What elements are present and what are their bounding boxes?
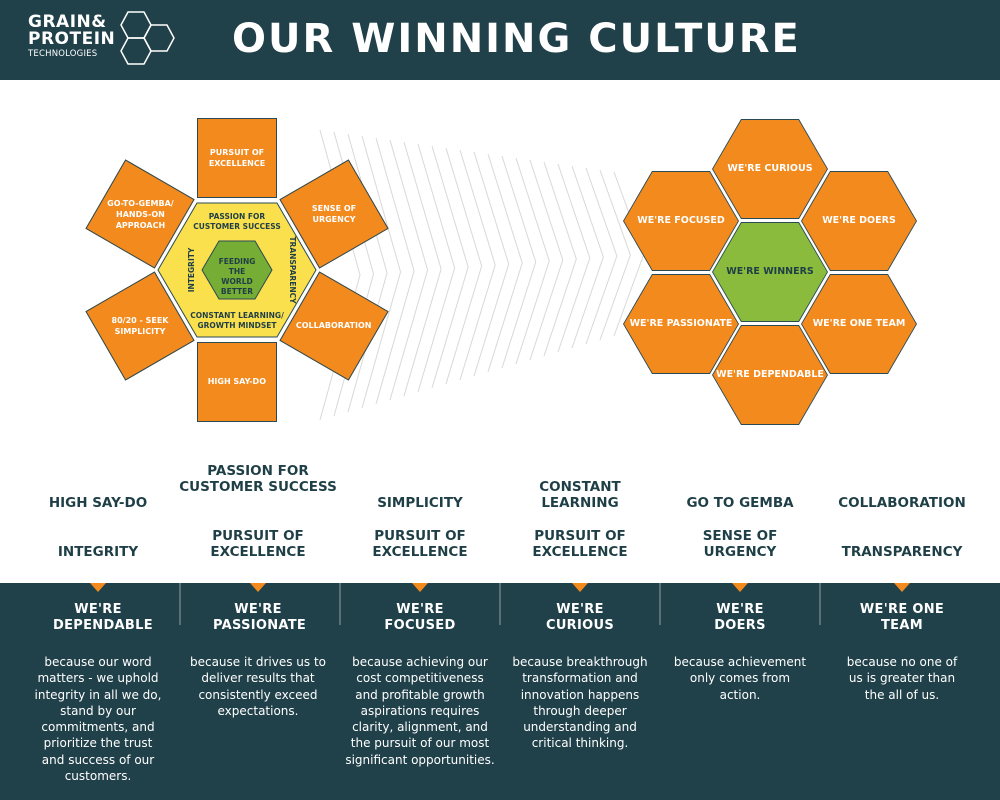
value-row1: CONSTANT LEARNING: [539, 479, 621, 511]
value-row1: SIMPLICITY: [377, 495, 463, 511]
pointer-icon: [90, 583, 106, 592]
chevron-line: [501, 155, 537, 369]
value-row2: PURSUIT OF EXCELLENCE: [210, 528, 306, 560]
chevron-line: [571, 165, 604, 349]
yellow-hexagon: [157, 202, 317, 338]
divider: [659, 583, 661, 625]
value-row1: GO TO GEMBA: [686, 495, 794, 511]
logo-line2: PROTEIN: [28, 29, 116, 49]
column-title: WE'RE DOERS: [714, 602, 766, 633]
diagram: PURSUIT OF EXCELLENCE SENSE OF URGENCY C…: [0, 80, 1000, 583]
divider: [179, 583, 181, 625]
page-title: OUR WINNING CULTURE: [232, 16, 801, 62]
chevron-line: [431, 145, 469, 389]
chevron-line: [375, 137, 415, 405]
column-title: WE'RE CURIOUS: [545, 602, 614, 633]
pointer-icon: [250, 583, 266, 592]
column-text: because achievement only comes from acti…: [673, 655, 807, 702]
divider: [339, 583, 341, 625]
pointer-icon: [894, 583, 910, 592]
hex-label: WE'RE DEPENDABLE: [713, 326, 827, 424]
column-title: WE'RE DEPENDABLE: [53, 602, 153, 633]
chevron-line: [445, 147, 483, 385]
column-text: because it drives us to deliver results …: [189, 655, 326, 718]
column-doers: WE'RE DOERS because achievement only come…: [660, 583, 820, 800]
chevron-line: [459, 149, 496, 381]
column-title: WE'RE PASSIONATE: [213, 602, 307, 633]
chevron-line: [529, 159, 564, 361]
divider: [819, 583, 821, 625]
center-label-feeding-the-world: FEEDING THE WORLD BETTER: [218, 257, 256, 296]
column-focused: WE'RE FOCUSED because achieving our cost …: [340, 583, 500, 800]
column-text: because achieving our cost competitivene…: [345, 655, 495, 767]
hexagon-animals-icon: [120, 11, 175, 65]
chevron-line: [361, 135, 402, 409]
chevron-line: [417, 143, 456, 393]
value-row1: HIGH SAY-DO: [48, 495, 148, 511]
inner-label-integrity: INTEGRITY: [187, 247, 196, 293]
column-one-team: WE'RE ONE TEAM because no one of us is gr…: [822, 583, 982, 800]
value-row2: PURSUIT OF EXCELLENCE: [532, 528, 628, 560]
pointer-icon: [412, 583, 428, 592]
square-high-say-do: HIGH SAY-DO: [197, 342, 277, 422]
values-explanations: WE'RE DEPENDABLE because our word matters…: [0, 583, 1000, 800]
value-row2: TRANSPARENCY: [841, 544, 963, 560]
chevron-line: [403, 141, 442, 397]
chevron-line: [515, 157, 550, 365]
hex-label: WE'RE PASSIONATE: [624, 275, 738, 373]
chevron-line: [473, 151, 510, 377]
column-text: because breakthrough transformation and …: [512, 655, 648, 751]
chevron-line: [599, 169, 631, 341]
value-row1: COLLABORATION: [838, 495, 966, 511]
chevron-line: [557, 163, 591, 353]
column-dependable: WE'RE DEPENDABLE because our word matters…: [18, 583, 178, 800]
value-row2: SENSE OF URGENCY: [702, 528, 778, 560]
value-row2: PURSUIT OF EXCELLENCE: [372, 528, 468, 560]
square-pursuit-of-excellence: PURSUIT OF EXCELLENCE: [197, 118, 277, 198]
value-row2: INTEGRITY: [57, 544, 139, 560]
divider: [499, 583, 501, 625]
column-curious: WE'RE CURIOUS because breakthrough transf…: [500, 583, 660, 800]
hex-label: WE'RE ONE TEAM: [802, 275, 916, 373]
pointer-icon: [732, 583, 748, 592]
header: GRAIN& PROTEIN TECHNOLOGIES OUR WINNING …: [0, 0, 1000, 80]
logo: GRAIN& PROTEIN TECHNOLOGIES: [28, 11, 175, 65]
column-text: because our word matters - we uphold int…: [34, 655, 162, 784]
chevron-trail-decoration: [319, 129, 645, 421]
pointer-icon: [572, 583, 588, 592]
chevron-line: [389, 139, 429, 401]
column-text: because no one of us is greater than the…: [846, 655, 958, 702]
value-row1: PASSION FOR CUSTOMER SUCCESS: [179, 463, 337, 495]
chevron-line: [487, 153, 523, 373]
column-title: WE'RE ONE TEAM: [859, 602, 945, 633]
column-title: WE'RE FOCUSED: [384, 602, 456, 633]
column-passionate: WE'RE PASSIONATE because it drives us to …: [178, 583, 338, 800]
inner-label-constant-learning: CONSTANT LEARNING/ GROWTH MINDSET: [190, 311, 284, 330]
logo-line3: TECHNOLOGIES: [28, 49, 98, 59]
logo-line1: GRAIN&: [28, 12, 107, 32]
chevron-line: [543, 161, 577, 357]
inner-label-transparency: TRANSPARENCY: [288, 236, 297, 304]
square-label: PURSUIT OF EXCELLENCE: [208, 148, 266, 168]
inner-label-passion: PASSION FOR CUSTOMER SUCCESS: [193, 212, 281, 231]
chevron-line: [585, 167, 618, 345]
square-label: HIGH SAY-DO: [207, 377, 267, 387]
